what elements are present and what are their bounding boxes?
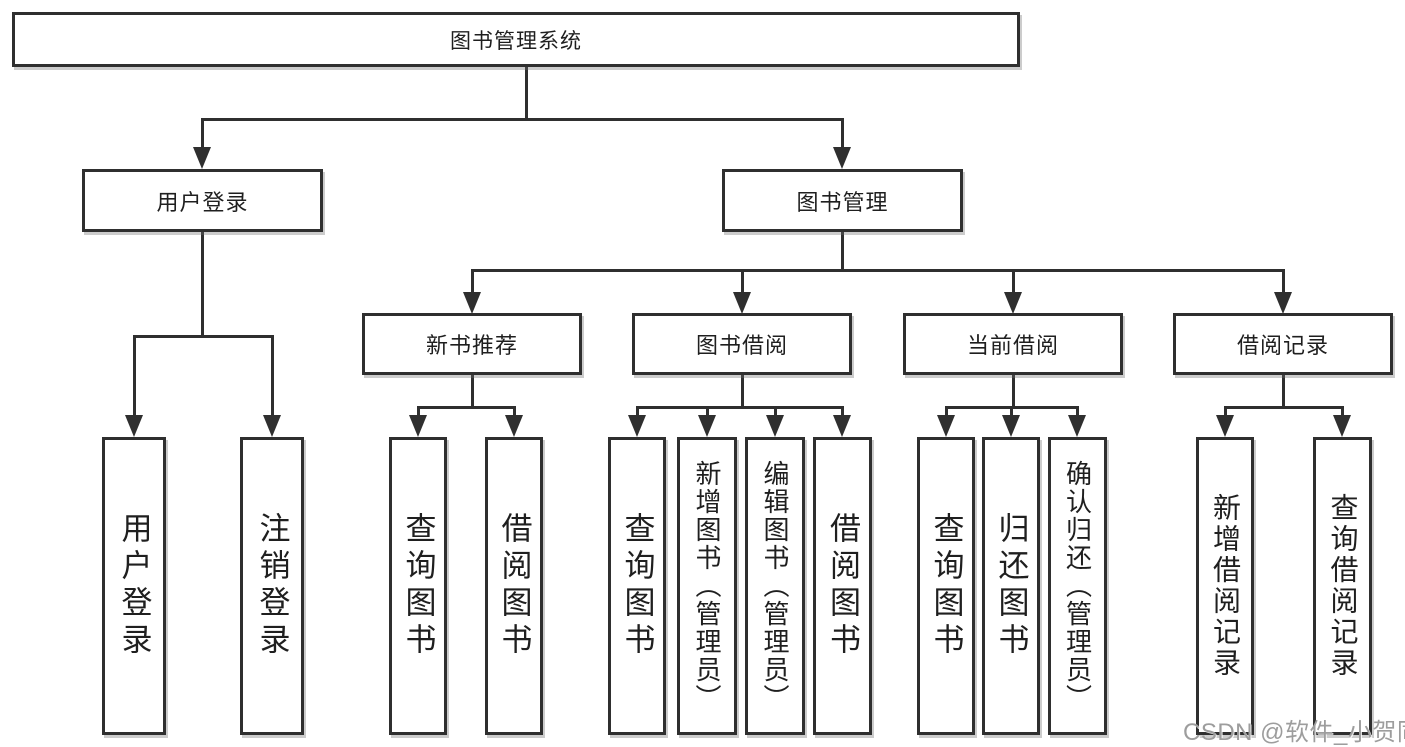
- arrow-down-icon: [193, 147, 211, 169]
- arrow-down-icon: [766, 415, 784, 437]
- leaf-label: 查询借阅记录: [1327, 493, 1359, 679]
- arrow-down-icon: [1068, 415, 1086, 437]
- leaf-logout-login: 注销登录: [240, 437, 304, 735]
- connector-line: [1076, 409, 1079, 417]
- connector-line: [1282, 375, 1285, 406]
- arrow-down-icon: [833, 415, 851, 437]
- leaf-rec-borrow-book: 借阅图书: [485, 437, 543, 735]
- connector-line: [741, 272, 744, 293]
- arrow-down-icon: [1216, 415, 1234, 437]
- node-current-borrow: 当前借阅: [903, 313, 1123, 375]
- connector-line: [945, 406, 1079, 409]
- node-user-login: 用户登录: [82, 169, 323, 232]
- node-book-borrow: 图书借阅: [632, 313, 852, 375]
- arrow-down-icon: [463, 292, 481, 314]
- leaf-label: 借阅图书: [825, 512, 860, 660]
- leaf-label: 新增借阅记录: [1210, 493, 1241, 679]
- arrow-down-icon: [1274, 292, 1292, 314]
- arrow-down-icon: [698, 415, 716, 437]
- leaf-label: 新增图书（管理员）: [692, 460, 722, 712]
- arrow-down-icon: [833, 147, 851, 169]
- leaf-current-confirm-return-admin: 确认归还（管理员）: [1048, 437, 1107, 735]
- arrow-down-icon: [1333, 415, 1351, 437]
- watermark: CSDN @软件_小贺同学: [1183, 719, 1405, 746]
- connector-line: [774, 409, 777, 417]
- leaf-label: 借阅图书: [496, 512, 532, 660]
- arrow-down-icon: [1004, 292, 1022, 314]
- leaf-borrow-edit-book-admin: 编辑图书（管理员）: [745, 437, 805, 735]
- leaf-label: 查询图书: [928, 512, 964, 660]
- connector-line: [945, 409, 948, 417]
- leaf-label: 用户登录: [116, 512, 152, 660]
- leaf-query-borrow-record: 查询借阅记录: [1313, 437, 1372, 735]
- connector-line: [1012, 375, 1015, 406]
- node-book-management: 图书管理: [722, 169, 963, 232]
- connector-line: [201, 121, 204, 149]
- leaf-label: 注销登录: [254, 512, 290, 660]
- connector-line: [1282, 272, 1285, 293]
- connector-line: [636, 409, 639, 417]
- connector-line: [1010, 409, 1013, 417]
- connector-line: [1224, 409, 1227, 417]
- connector-line: [471, 269, 1285, 272]
- connector-line: [1012, 272, 1015, 293]
- connector-line: [417, 406, 516, 409]
- node-borrow-records: 借阅记录: [1173, 313, 1393, 375]
- arrow-down-icon: [263, 415, 281, 437]
- leaf-label: 归还图书: [993, 512, 1029, 660]
- connector-line: [841, 121, 844, 149]
- connector-line: [133, 338, 136, 417]
- connector-line: [201, 232, 204, 335]
- arrow-down-icon: [409, 415, 427, 437]
- arrow-down-icon: [125, 415, 143, 437]
- leaf-borrow-borrow-book: 借阅图书: [813, 437, 872, 735]
- node-new-book-recommend: 新书推荐: [362, 313, 582, 375]
- connector-line: [706, 409, 709, 417]
- connector-line: [636, 406, 844, 409]
- leaf-current-return-book: 归还图书: [982, 437, 1040, 735]
- connector-line: [741, 375, 744, 406]
- leaf-label: 查询图书: [619, 512, 655, 660]
- connector-line: [133, 335, 274, 338]
- leaf-user-login: 用户登录: [102, 437, 166, 735]
- connector-line: [417, 409, 420, 417]
- connector-line: [1224, 406, 1344, 409]
- connector-line: [513, 409, 516, 417]
- node-root: 图书管理系统: [12, 12, 1020, 67]
- connector-line: [525, 67, 528, 118]
- arrow-down-icon: [937, 415, 955, 437]
- leaf-add-borrow-record: 新增借阅记录: [1196, 437, 1254, 735]
- connector-line: [841, 409, 844, 417]
- connector-line: [841, 232, 844, 269]
- leaf-current-query-book: 查询图书: [917, 437, 975, 735]
- connector-line: [471, 272, 474, 293]
- connector-line: [201, 118, 844, 121]
- connector-line: [1341, 409, 1344, 417]
- arrow-down-icon: [505, 415, 523, 437]
- arrow-down-icon: [628, 415, 646, 437]
- leaf-borrow-query-book: 查询图书: [608, 437, 666, 735]
- leaf-label: 查询图书: [400, 512, 436, 660]
- leaf-label: 确认归还（管理员）: [1062, 460, 1093, 712]
- connector-line: [271, 338, 274, 417]
- connector-line: [471, 375, 474, 406]
- leaf-label: 编辑图书（管理员）: [760, 460, 790, 712]
- arrow-down-icon: [733, 292, 751, 314]
- leaf-rec-query-book: 查询图书: [389, 437, 447, 735]
- arrow-down-icon: [1002, 415, 1020, 437]
- leaf-borrow-add-book-admin: 新增图书（管理员）: [677, 437, 737, 735]
